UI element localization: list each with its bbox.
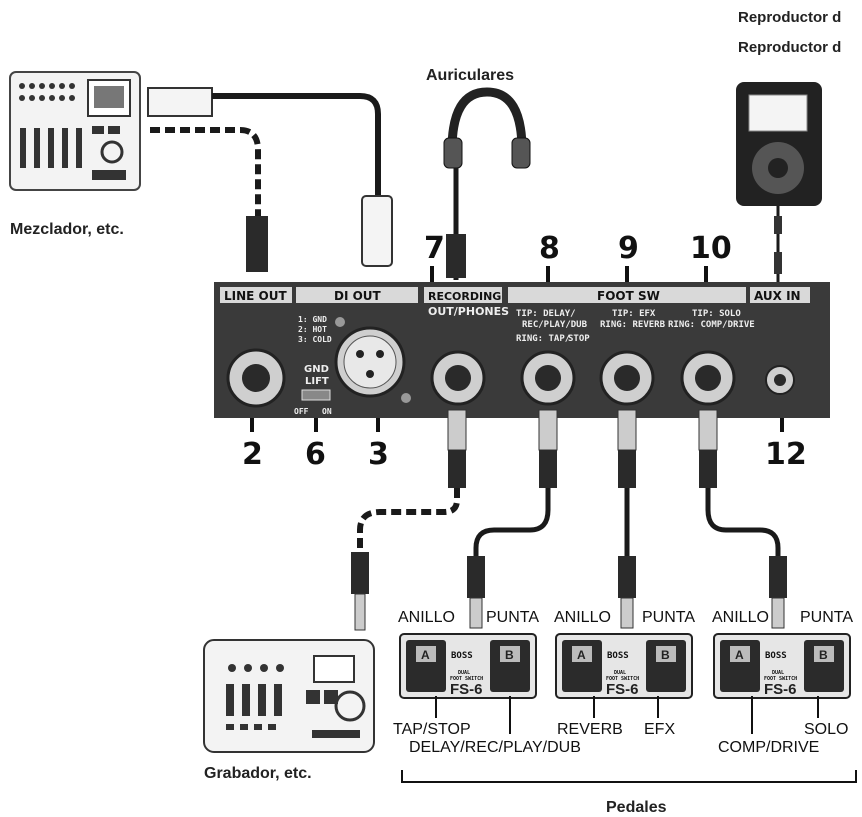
di-out-label: DI OUT — [334, 289, 382, 303]
callout-3: 3 — [368, 437, 389, 472]
aux-cable — [774, 206, 782, 282]
fsw8-tip: TIP: DELAY/ — [516, 309, 576, 319]
di-pin-2: 2: HOT — [298, 325, 327, 334]
pedal-badge-a — [416, 646, 436, 662]
line-out-label: LINE OUT — [224, 289, 287, 303]
fsw10-ring: RING: COMP/DRIVE — [668, 320, 755, 330]
pedal-function-leaders — [435, 696, 819, 734]
di-pin-1: 1: GND — [298, 315, 327, 324]
pedal-brand: BOSS — [607, 651, 629, 661]
foot-sw-label: FOOT SW — [597, 289, 660, 303]
pedal-b-letter: B — [505, 648, 514, 662]
headphones-device — [443, 87, 531, 280]
recording-out-label-2: OUT/PHONES — [428, 305, 509, 318]
fsw8-ring-2: STOP — [568, 334, 590, 344]
callout-2: 2 — [242, 437, 263, 472]
ring-label: ANILLO — [712, 609, 769, 626]
callout-9: 9 — [618, 231, 639, 266]
gnd-lift-switch[interactable] — [301, 389, 331, 401]
pedals-label: Pedales — [606, 799, 667, 816]
ring-label: ANILLO — [398, 609, 455, 626]
pedal-fn-reverb: REVERB — [557, 721, 623, 738]
recorder-device — [203, 639, 375, 753]
pedal-cable-1 — [467, 409, 558, 629]
pedal-badge-b — [814, 646, 834, 662]
pedal-a-letter: A — [421, 648, 430, 662]
pedal-fn-comp-drive: COMP/DRIVE — [718, 739, 819, 756]
ring-label: ANILLO — [554, 609, 611, 626]
pedal-a-letter: A — [735, 648, 744, 662]
pedal-a-letter: A — [577, 648, 586, 662]
fsw9-tip: TIP: EFX — [612, 309, 656, 319]
pedal-model: FS-6 — [606, 681, 639, 698]
off-label: OFF — [294, 407, 309, 416]
music-player-device — [736, 82, 822, 206]
pedal-brand: BOSS — [451, 651, 473, 661]
pedal-fn-tap-stop: TAP/STOP — [393, 721, 471, 738]
xlr-cable — [147, 87, 393, 267]
foot-sw-jack-8 — [520, 350, 576, 406]
pedal-foot: FOOT SWITCH — [764, 676, 797, 682]
line-out-cable — [150, 127, 268, 272]
pedal-badge-b — [656, 646, 676, 662]
pedal-fn-delay: DELAY/REC/PLAY/DUB — [409, 739, 581, 756]
line-out-jack — [226, 348, 286, 408]
mixer-device — [9, 71, 141, 191]
gnd-label: GND — [304, 364, 329, 375]
pedal-model: FS-6 — [450, 681, 483, 698]
pedal-b-letter: B — [819, 648, 828, 662]
foot-sw-jack-9 — [599, 350, 655, 406]
pedal-model: FS-6 — [764, 681, 797, 698]
pedal-badge-a — [730, 646, 750, 662]
recorder-label: Grabador, etc. — [204, 765, 312, 782]
callout-8: 8 — [539, 231, 560, 266]
aux-in-label: AUX IN — [754, 289, 801, 303]
mixer-label: Mezclador, etc. — [10, 221, 124, 238]
player-label-2: Reproductor d — [738, 39, 841, 56]
di-pin-3: 3: COLD — [298, 335, 332, 344]
fsw9-ring: RING: REVERB — [600, 320, 666, 330]
pedal-brand: BOSS — [765, 651, 787, 661]
pedals-bracket — [401, 770, 857, 783]
pedal-foot: FOOT SWITCH — [606, 676, 639, 682]
pedal-fn-efx: EFX — [644, 721, 675, 738]
pedal-dual: DUAL — [772, 670, 784, 676]
lift-label: LIFT — [305, 376, 329, 387]
fsw8-tip-2: REC/PLAY/DUB — [522, 320, 588, 330]
tip-label: PUNTA — [800, 609, 853, 626]
pedal-dual: DUAL — [458, 670, 470, 676]
foot-sw-jack-10 — [680, 350, 736, 406]
on-label: ON — [322, 407, 332, 416]
pedal-dual: DUAL — [614, 670, 626, 676]
pedal-foot: FOOT SWITCH — [450, 676, 483, 682]
recorder-cable — [351, 409, 467, 631]
xlr-jack — [334, 317, 411, 403]
tip-label: PUNTA — [486, 609, 539, 626]
pedal-badge-a — [572, 646, 592, 662]
callout-12: 12 — [765, 437, 807, 472]
callout-7: 7 — [424, 231, 445, 266]
aux-in-jack — [765, 365, 795, 395]
headphones-label: Auriculares — [426, 67, 514, 84]
pedal-cable-2 — [617, 409, 637, 629]
callout-6: 6 — [305, 437, 326, 472]
pedal-cable-3 — [698, 409, 787, 629]
player-label-1: Reproductor d — [738, 9, 841, 26]
recording-out-label-1: RECORDING — [428, 290, 501, 303]
recording-out-jack — [430, 350, 486, 406]
fsw10-tip: TIP: SOLO — [692, 309, 741, 319]
pedal-badge-b — [500, 646, 520, 662]
pedal-fn-solo: SOLO — [804, 721, 848, 738]
pedal-b-letter: B — [661, 648, 670, 662]
tip-label: PUNTA — [642, 609, 695, 626]
callout-10: 10 — [690, 231, 732, 266]
fsw8-ring: RING: TAP/ — [516, 334, 570, 344]
